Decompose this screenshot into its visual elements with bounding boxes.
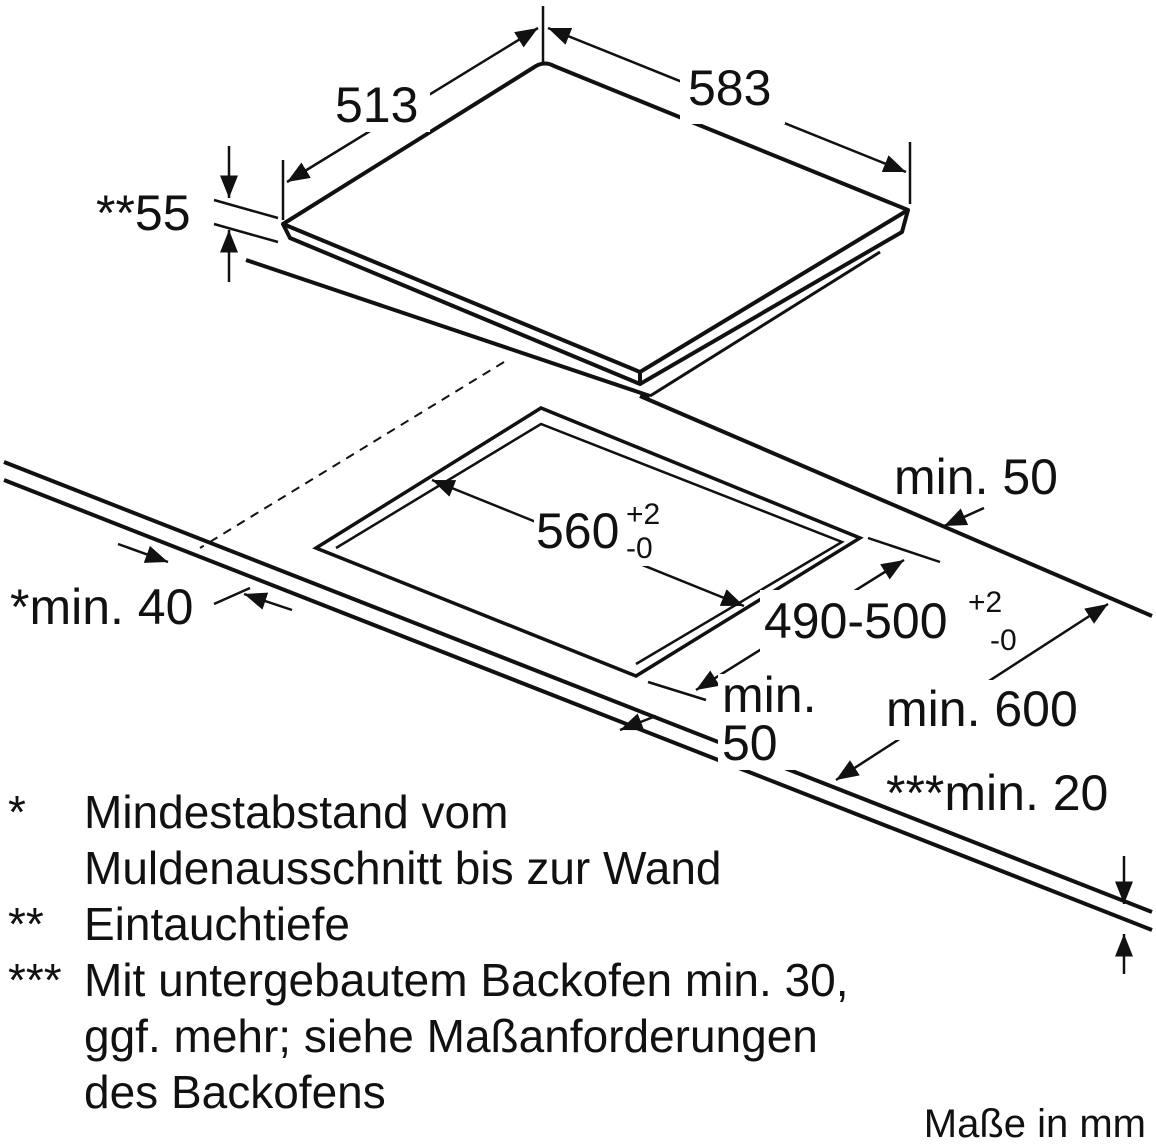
- dim-label-490-500: 490-500: [764, 593, 948, 649]
- dim-tol-560-bottom: -0: [626, 532, 653, 565]
- dim-label-513: 513: [335, 77, 418, 133]
- projection-dashed-line: [199, 361, 505, 549]
- note-3-line-2: ggf. mehr; siehe Maßanforderungen: [84, 1010, 818, 1062]
- note-3-line-1: Mit untergebautem Backofen min. 30,: [84, 954, 849, 1006]
- dim-label-min600: min. 600: [886, 681, 1078, 737]
- dim-label-min50-front-1: min.: [722, 667, 816, 723]
- units-caption: Maße in mm: [923, 1102, 1146, 1146]
- countertop-front-edge-bottom: [3, 478, 1153, 932]
- dim-label-min40: *min. 40: [10, 579, 193, 635]
- countertop-front-edge-top: [3, 460, 1153, 914]
- dim-tol-490-top: +2: [968, 586, 1002, 619]
- cooktop-rim-right: [649, 250, 881, 398]
- arrow-min50-front: [619, 713, 657, 732]
- cutout-outline: [312, 406, 864, 678]
- note-1: * Mindestabstand vom Muldenausschnitt bi…: [0, 786, 1156, 896]
- note-3-line-3: des Backofens: [84, 1066, 386, 1118]
- arrow-min50-rear: [943, 506, 985, 528]
- dim-tol-490-bottom: -0: [990, 624, 1017, 657]
- cooktop-right-edge: [638, 209, 910, 386]
- dim-label-560: 560: [536, 503, 619, 559]
- dim-tol-560-top: +2: [626, 498, 660, 531]
- dim-55: [213, 146, 279, 282]
- note-1-line-2: Muldenausschnitt bis zur Wand: [84, 842, 722, 894]
- cooktop-rim-line: [245, 258, 651, 398]
- note-3: *** Mit untergebautem Backofen min. 30, …: [0, 954, 1156, 1124]
- dim-label-min50-front-2: 50: [722, 715, 778, 771]
- note-2-line-1: Eintauchtiefe: [84, 898, 350, 950]
- cooktop-front-edge: [281, 223, 642, 386]
- countertop-back-edge: [639, 394, 1153, 618]
- note-2-mark: **: [8, 898, 44, 950]
- note-1-line-1: Mindestabstand vom: [84, 786, 509, 838]
- dim-label-55: **55: [96, 185, 191, 241]
- dim-label-583: 583: [688, 60, 771, 116]
- note-2: ** Eintauchtiefe: [0, 898, 1156, 954]
- dim-min40: [117, 542, 293, 612]
- dim-label-min50-rear: min. 50: [894, 449, 1058, 505]
- note-3-mark: ***: [8, 954, 62, 1006]
- note-1-mark: *: [8, 786, 26, 838]
- countertop: [3, 394, 1153, 932]
- dim-label-min20: ***min. 20: [886, 765, 1108, 821]
